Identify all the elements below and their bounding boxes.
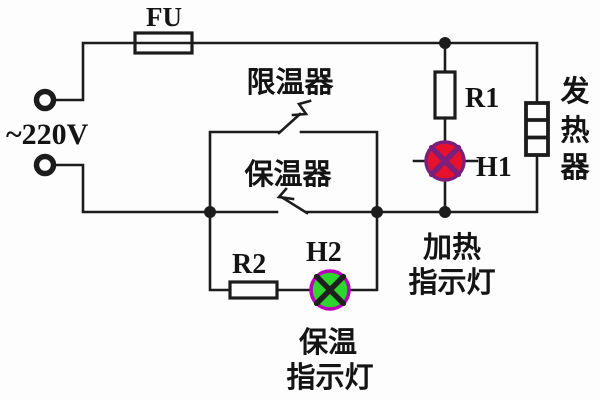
power-source-terminals (33, 88, 57, 177)
heater-label-char3: 器 (559, 152, 590, 184)
temp-limiter-label: 限温器 (246, 66, 334, 99)
h2-label: H2 (306, 237, 342, 268)
top-wire (54, 41, 539, 105)
warm-indicator-line1: 保温 (298, 326, 357, 359)
heating-indicator-label: 加热 指示灯 (408, 231, 495, 299)
junction-dot (439, 206, 451, 218)
h1-label: H1 (476, 152, 512, 183)
voltage-label: ~220V (6, 118, 89, 151)
limiter-loop-left (208, 130, 281, 214)
h2-branch-leads (208, 210, 379, 292)
resistor-r1-symbol (433, 70, 457, 120)
fuse-symbol (133, 31, 194, 55)
fuse-label: FU (146, 2, 182, 32)
lamp-h2-cross (313, 273, 347, 307)
terminal-top (33, 88, 57, 112)
limiter-switch-hook (291, 99, 312, 117)
heater-element-symbol (524, 101, 550, 157)
keep-warm-switch-symbol (276, 187, 309, 215)
lamp-h2-symbol (309, 269, 351, 311)
junction-dots (204, 37, 451, 218)
limiter-loop-right (299, 130, 379, 214)
heater-box-dividers (526, 118, 548, 140)
keep-warm-label: 保温器 (243, 158, 332, 191)
junction-dot (439, 37, 451, 49)
r2-label: R2 (232, 249, 266, 280)
heating-indicator-line1: 加热 (423, 231, 481, 264)
temp-limiter-switch-symbol (277, 99, 312, 135)
lamp-h1-cross (428, 144, 462, 178)
warm-indicator-line2: 指示灯 (286, 361, 373, 394)
keep-warm-switch-blade (281, 196, 309, 215)
bottom-wire-left (54, 163, 279, 214)
bottom-wire-right (305, 153, 539, 214)
limiter-switch-blade (277, 112, 302, 135)
keep-warm-switch-hook (276, 187, 295, 201)
heating-indicator-line2: 指示灯 (408, 266, 495, 299)
lamp-h1-symbol (424, 140, 466, 182)
heater-label-char2: 热 (560, 114, 589, 147)
heater-box (524, 101, 550, 157)
warm-indicator-label: 保温 指示灯 (286, 326, 373, 394)
junction-dot (371, 206, 383, 218)
r1-label: R1 (465, 83, 499, 114)
heater-label: 发 热 器 (559, 75, 590, 184)
junction-dot (204, 206, 216, 218)
heater-label-char1: 发 (559, 75, 589, 108)
terminal-bottom (33, 153, 57, 177)
resistor-r2-symbol (228, 280, 279, 300)
